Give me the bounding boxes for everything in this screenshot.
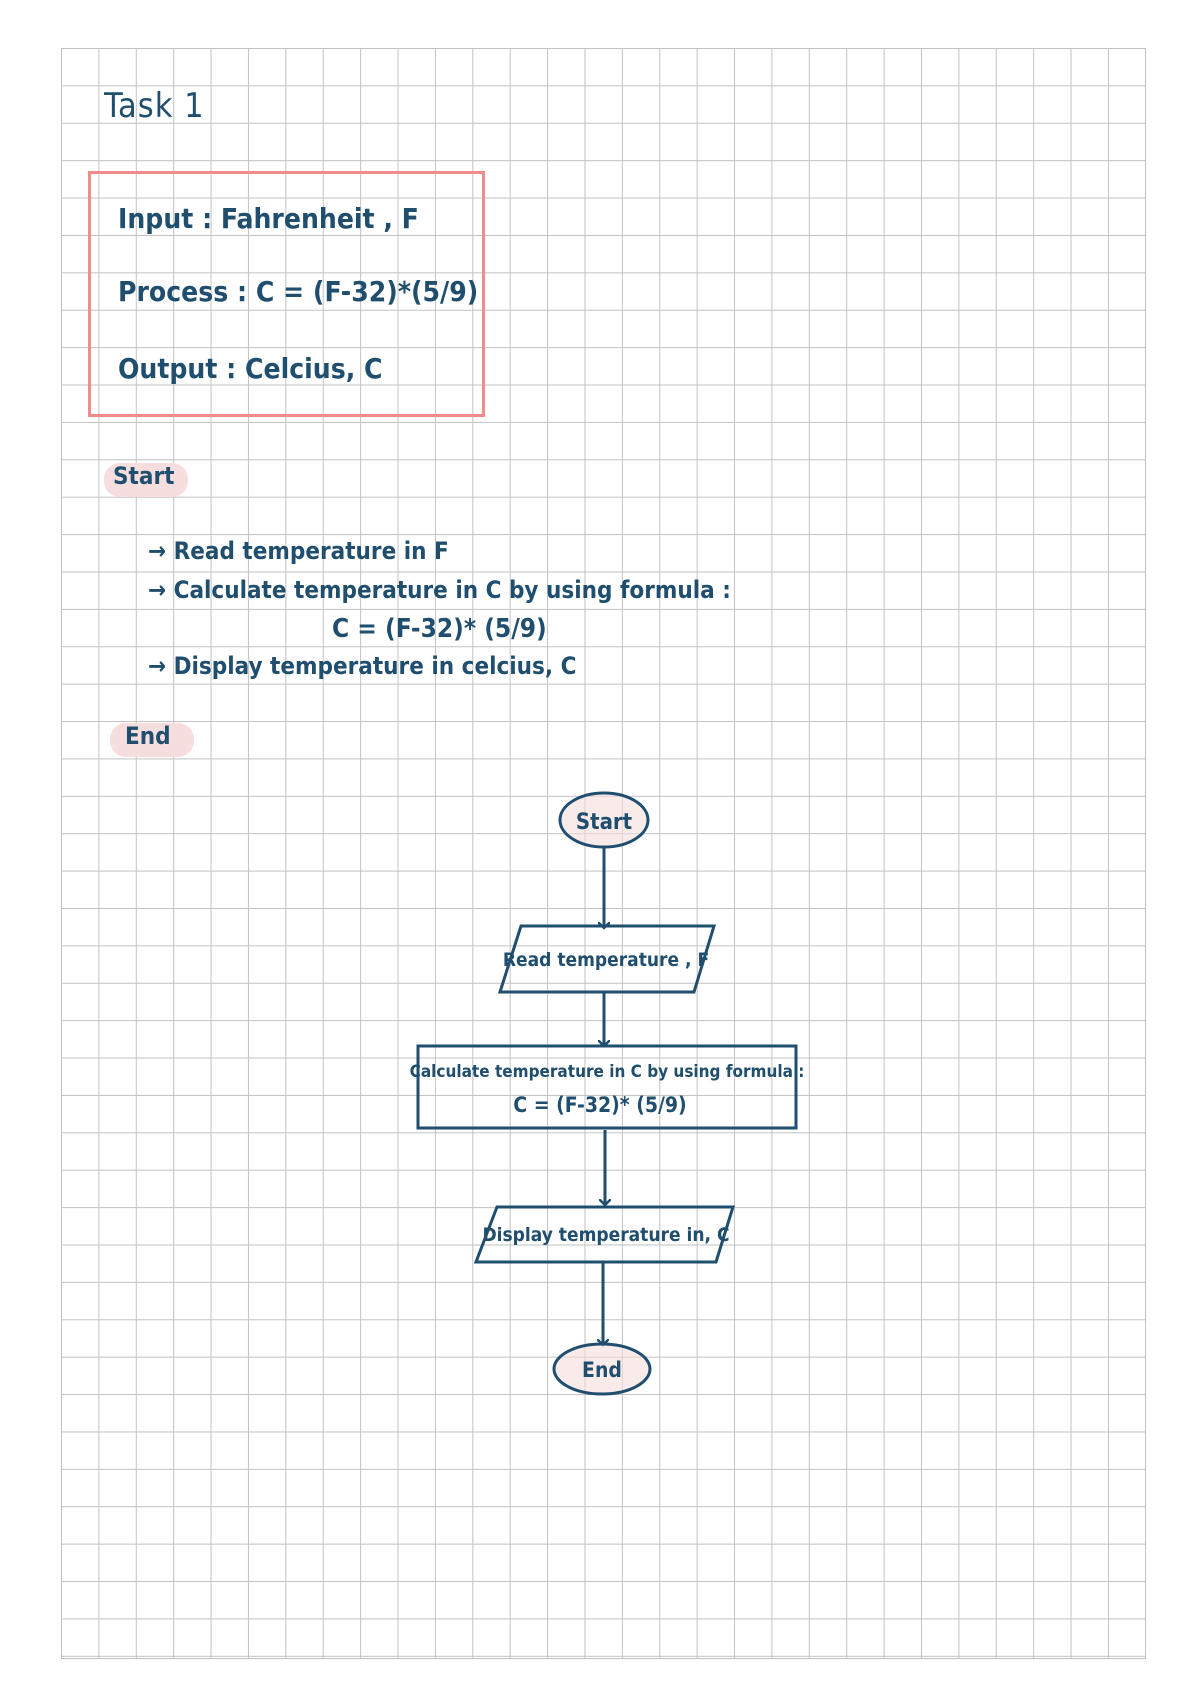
flow-end-label: End	[582, 1358, 622, 1382]
ipo-box	[88, 171, 485, 417]
end-highlight	[110, 723, 194, 757]
task-title: Task 1	[104, 86, 205, 126]
pseudocode-end: End	[125, 722, 171, 750]
flow-process-rectangle	[416, 1044, 798, 1130]
flow-input-parallelogram	[497, 924, 717, 994]
flow-process-label-2: C = (F-32)* (5/9)	[513, 1093, 686, 1117]
pseudocode-step-read: → Read temperature in F	[148, 537, 449, 565]
flow-start-label: Start	[576, 810, 633, 835]
pseudocode-start: Start	[113, 462, 175, 490]
pseudocode-step-display: → Display temperature in celcius, C	[148, 652, 577, 680]
flow-output-label: Display temperature in, C	[482, 1224, 729, 1246]
ipo-process: Process : C = (F-32)*(5/9)	[118, 275, 479, 308]
flow-process-label-1: Calculate temperature in C by using form…	[410, 1062, 805, 1082]
pseudocode-formula: C = (F-32)* (5/9)	[332, 614, 547, 644]
flow-input-label: Read temperature , F	[503, 949, 709, 971]
flow-end-terminal	[552, 1342, 652, 1396]
ipo-input: Input : Fahrenheit , F	[118, 202, 419, 235]
start-highlight	[104, 463, 188, 497]
flow-output-parallelogram	[473, 1205, 736, 1264]
pseudocode-step-calculate: → Calculate temperature in C by using fo…	[148, 576, 731, 604]
ipo-output: Output : Celcius, C	[118, 352, 383, 385]
